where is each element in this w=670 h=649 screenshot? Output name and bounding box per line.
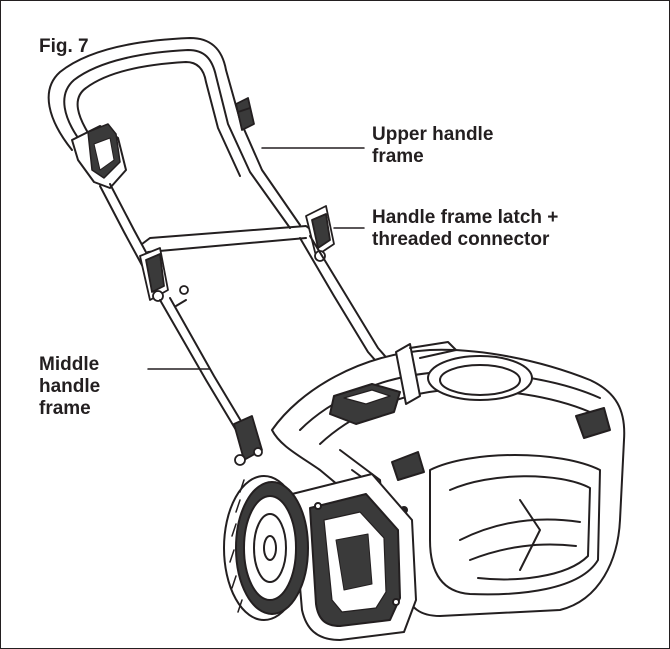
callout-upper-line1: Upper handle bbox=[372, 124, 494, 145]
wheel bbox=[223, 475, 309, 621]
callout-latch-line2: threaded connector bbox=[372, 229, 550, 250]
callout-latch-line1: Handle frame latch + bbox=[372, 207, 559, 228]
lower-left-latch bbox=[233, 415, 263, 466]
handle-cross-bar bbox=[141, 225, 315, 253]
callout-handle-frame-latch: Handle frame latch + threaded connector bbox=[372, 207, 558, 251]
handle-frame-latch-right bbox=[305, 205, 335, 262]
figure-label: Fig. 7 bbox=[39, 36, 89, 57]
handle-switch-box bbox=[71, 123, 127, 189]
callout-middle-handle-frame: Middle handle frame bbox=[39, 354, 100, 420]
side-plate bbox=[291, 473, 417, 641]
upper-handle-frame bbox=[47, 37, 301, 229]
handle-frame-latch-left bbox=[139, 247, 189, 302]
callout-middle-line3: frame bbox=[39, 398, 91, 419]
machine-body bbox=[271, 341, 626, 617]
callout-middle-line2: handle bbox=[39, 376, 101, 397]
callout-upper-handle-frame: Upper handle frame bbox=[372, 124, 493, 168]
callout-middle-line1: Middle bbox=[39, 354, 100, 375]
upper-right-latch bbox=[235, 97, 255, 131]
callout-upper-line2: frame bbox=[372, 146, 424, 167]
